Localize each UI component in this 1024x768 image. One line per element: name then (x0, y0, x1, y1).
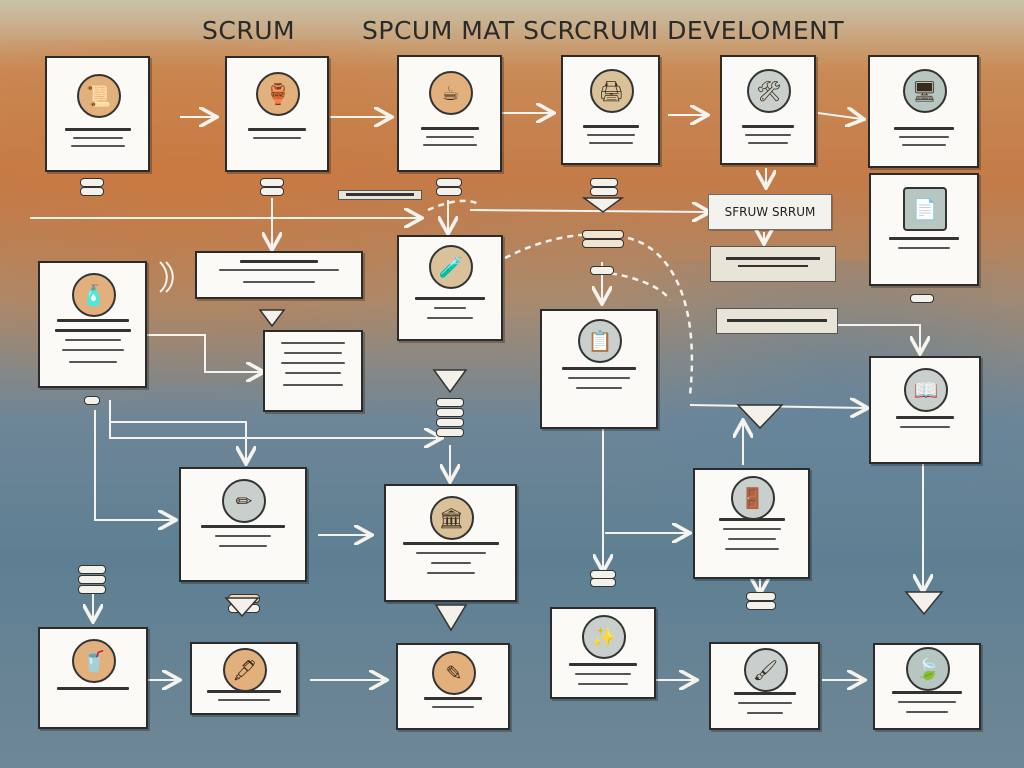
node-n6[interactable]: 🖥 (868, 55, 979, 168)
node-n12[interactable]: 📋 (540, 309, 658, 429)
funnel-7 (224, 597, 260, 618)
title-left: SCRUM (202, 16, 296, 45)
stack-10 (746, 592, 776, 618)
node-n14[interactable]: 📖 (869, 356, 981, 464)
node-n8[interactable] (195, 251, 363, 299)
node-n16[interactable]: 🖋 (190, 642, 298, 715)
brush-icon: 🖌 (743, 648, 788, 692)
node-n15[interactable]: 🥤 (38, 627, 148, 729)
node-n17[interactable]: ✎ (396, 643, 510, 730)
beaker-icon: 🧪 (429, 245, 473, 289)
sparkle-icon: ✨ (582, 615, 626, 659)
node-n9[interactable] (263, 330, 363, 412)
node-n20[interactable]: 🍃 (873, 643, 981, 730)
arrow-to-tag (469, 210, 708, 212)
arrow-left-n10 (94, 410, 174, 520)
cup-small-icon: 🥤 (72, 639, 116, 683)
node-n2[interactable]: 🏺 (225, 56, 329, 172)
node-n7[interactable]: 🧴 (38, 261, 147, 388)
pencil-icon: ✏ (222, 479, 266, 523)
cup-icon: ☕ (428, 71, 473, 115)
door-icon: 🚪 (730, 476, 775, 520)
node-n18[interactable]: ✨ (550, 607, 656, 699)
stack-5 (582, 230, 624, 252)
funnel-1 (258, 309, 286, 328)
scrum-tag-label: SFRUW SRRUM (708, 194, 832, 230)
pen-icon: 🖋 (223, 648, 267, 692)
stack-4 (590, 178, 618, 202)
wave-mark-2 (165, 261, 174, 293)
stack-6 (590, 266, 614, 284)
pencil-icon: ✎ (432, 651, 476, 695)
funnel-2 (432, 369, 468, 394)
panel-icon: 📋 (578, 319, 622, 363)
tools-icon: 🛠 (747, 69, 791, 113)
plaque-right-1 (710, 246, 836, 282)
arrow-n7-n9 (145, 334, 262, 372)
arrow-plaque-n14 (838, 324, 920, 352)
document-icon: 📄 (903, 187, 947, 231)
node-n10[interactable]: ✏ (179, 467, 307, 582)
arrow-n7-stack (109, 405, 440, 438)
funnel-5 (434, 604, 468, 632)
wave-mark-1 (159, 261, 168, 293)
plaque-right-2 (716, 308, 838, 334)
node-n4[interactable]: 🖨 (561, 55, 660, 165)
stack-3 (436, 178, 462, 200)
certificate-icon: 📜 (76, 74, 121, 118)
arrow-n5-n6 (817, 113, 862, 119)
header-placard (338, 190, 422, 200)
leaf-icon: 🍃 (906, 647, 950, 691)
pillar-icon: 🏛 (429, 496, 474, 540)
node-n13[interactable]: 🚪 (693, 468, 810, 579)
stack-2 (260, 178, 284, 198)
stack-1 (80, 178, 104, 202)
funnel-6 (904, 591, 944, 616)
dashed-link-d (599, 270, 672, 301)
bottle-icon: 🧴 (71, 273, 116, 317)
title-right: SPCUM MAT SCRCRUMI DEVELOMENT (362, 16, 845, 45)
funnel-3 (581, 197, 625, 213)
funnel-4 (736, 404, 784, 430)
node-n11[interactable]: 🏛 (384, 484, 517, 602)
stack-13 (84, 396, 100, 408)
scrum-tag-text: SFRUW SRRUM (724, 205, 816, 219)
node-n19[interactable]: 🖌 (709, 642, 820, 730)
stack-7 (436, 398, 464, 440)
stack-9 (590, 570, 616, 588)
node-n3[interactable]: ☕ (397, 55, 502, 172)
node-n1[interactable]: 📜 (45, 56, 150, 172)
node-n7b[interactable]: 📄 (869, 173, 979, 286)
jar-icon: 🏺 (256, 72, 300, 116)
dashed-link-c (627, 236, 694, 396)
monitor-icon: 🖥 (902, 69, 947, 113)
dashed-link-a (427, 199, 481, 212)
node-n5[interactable]: 🛠 (720, 55, 816, 165)
dashed-link-b (504, 233, 621, 260)
node-n10a[interactable]: 🧪 (397, 235, 503, 341)
stack-8 (78, 565, 106, 595)
stack-12 (910, 294, 934, 312)
book-icon: 📖 (904, 368, 948, 412)
device-icon: 🖨 (589, 69, 634, 113)
diagram-title: SCRUM SPCUM MAT SCRCRUMI DEVELOMENT (0, 16, 1024, 50)
